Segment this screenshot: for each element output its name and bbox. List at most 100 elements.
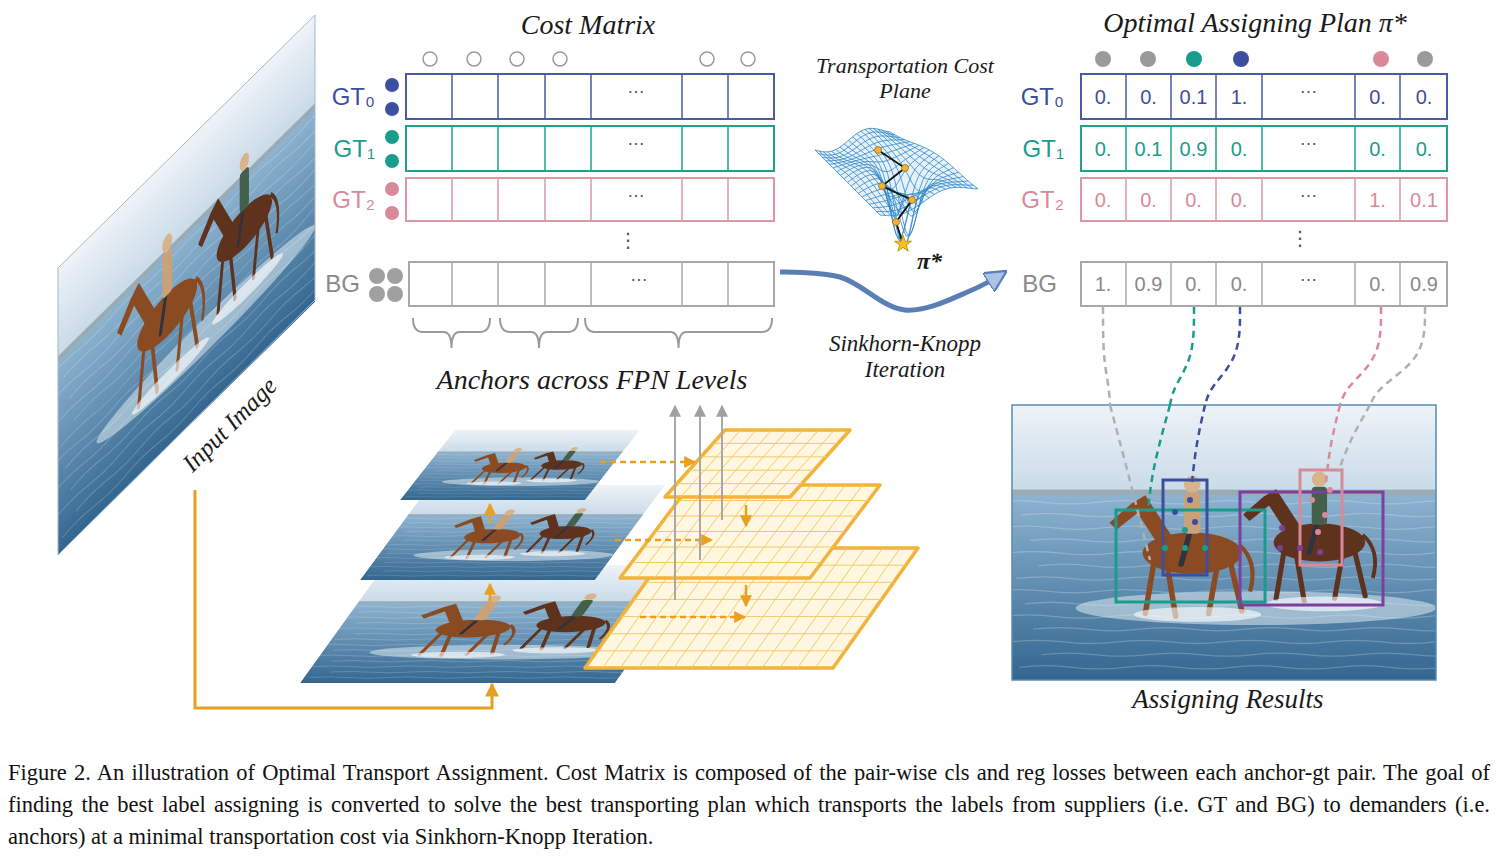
cell-value: 1. (1095, 273, 1112, 296)
wave (329, 671, 684, 672)
rider-body (562, 451, 576, 461)
anchor-dot (1373, 51, 1389, 67)
horse-head (452, 519, 477, 528)
rider-head (575, 508, 587, 513)
descent-step (909, 197, 916, 204)
ellipsis: … (1300, 77, 1318, 98)
sky (1012, 405, 1436, 494)
wave (1012, 501, 1436, 504)
cell-value: 0.1 (1135, 137, 1163, 160)
anchor-point (1182, 527, 1188, 533)
horse-leg (467, 634, 488, 654)
wave (71, 203, 315, 491)
horse-neck (1263, 489, 1304, 532)
figure-caption: Figure 2. An illustration of Optimal Tra… (8, 757, 1490, 853)
grid-line (728, 430, 788, 497)
anchor-circle (423, 52, 437, 66)
cell-divider (451, 73, 453, 120)
anchor-dot (1186, 51, 1202, 67)
lateral-arrow (600, 461, 695, 464)
rider-head (240, 149, 249, 174)
cost-surface (815, 128, 978, 215)
ellipsis-vertical: ⋮ (618, 229, 638, 252)
cell-divider (590, 261, 592, 307)
wave (418, 493, 627, 495)
photo-clip (400, 430, 640, 500)
grid-line (667, 516, 857, 517)
row-label: GT₀ (1021, 83, 1064, 111)
horse-leg (1209, 567, 1217, 614)
descent-path (878, 150, 912, 244)
horse-leg (536, 629, 556, 649)
cell-divider (1261, 177, 1263, 222)
cell-divider (1215, 125, 1217, 172)
grid-line (643, 547, 833, 548)
grid-line (634, 599, 882, 600)
anchor-arrow (674, 406, 676, 600)
cell-divider (1399, 125, 1401, 172)
optimum-star (894, 235, 911, 251)
ellipsis: … (627, 181, 645, 202)
cell-divider (1261, 125, 1263, 172)
horse-neck (539, 451, 565, 462)
horse-leg (538, 537, 554, 553)
plan-row: BG1.0.90.0.…0.0.9 (1080, 261, 1448, 307)
anchor-point (1279, 525, 1285, 531)
horse-head (198, 208, 217, 251)
row-label: GT₁ (1023, 135, 1064, 163)
grid-line (655, 531, 845, 532)
cell-divider (590, 125, 592, 172)
rider-leg (238, 211, 243, 245)
horse-body (531, 616, 611, 632)
horse-leg (565, 629, 584, 648)
panel-title: Anchors across FPN Levels (437, 364, 748, 396)
supply-dot (387, 268, 403, 284)
connector (1370, 307, 1425, 405)
fpn-panel: Anchors across FPN Levels (300, 362, 925, 684)
rider-leg (560, 616, 574, 628)
rider-body (162, 247, 172, 300)
cell-divider (681, 73, 683, 120)
sea (1012, 494, 1436, 680)
sea (400, 453, 622, 500)
result-panel: Assigning Results (1012, 405, 1436, 680)
shore (357, 601, 674, 603)
horse-neck (532, 601, 576, 620)
horse-leg (486, 541, 502, 557)
cell-divider (1215, 261, 1217, 307)
horse-head (1110, 504, 1143, 530)
iteration-label-box: Sinkhorn-Knopp Iteration (815, 325, 995, 390)
wave (434, 470, 640, 472)
ellipsis: … (1300, 181, 1318, 202)
connector (1340, 307, 1381, 405)
matrix-panel: Cost MatrixGT₀…GT₁…GT₂…BG… (320, 5, 780, 310)
anchor-point (1315, 529, 1321, 535)
ellipsis-vertical: ⋮ (1290, 227, 1310, 250)
detection-box (1116, 510, 1265, 602)
anchor-point (1182, 545, 1188, 551)
rider-body (504, 452, 519, 463)
cell-value: 0.9 (1135, 273, 1163, 296)
splash (1134, 607, 1261, 622)
cell-divider (1125, 125, 1127, 172)
grid-line (743, 430, 803, 497)
horse-leg (567, 468, 580, 479)
cell-value: 0. (1231, 137, 1248, 160)
cell-divider (1170, 261, 1172, 307)
cell-divider (1215, 73, 1217, 120)
anchor-circle (510, 52, 524, 66)
grid-line (621, 616, 869, 617)
horse-leg (560, 537, 575, 552)
detection-box (1300, 470, 1342, 565)
ellipsis: … (630, 265, 648, 286)
descent-step (893, 219, 900, 226)
wave (405, 496, 614, 498)
wave (369, 566, 634, 567)
cell-divider (590, 177, 592, 222)
supply-dot (387, 286, 403, 302)
pyramid-arrow (489, 504, 492, 524)
photo (45, 0, 365, 568)
grid-line (678, 500, 868, 501)
cell-divider (497, 177, 499, 222)
